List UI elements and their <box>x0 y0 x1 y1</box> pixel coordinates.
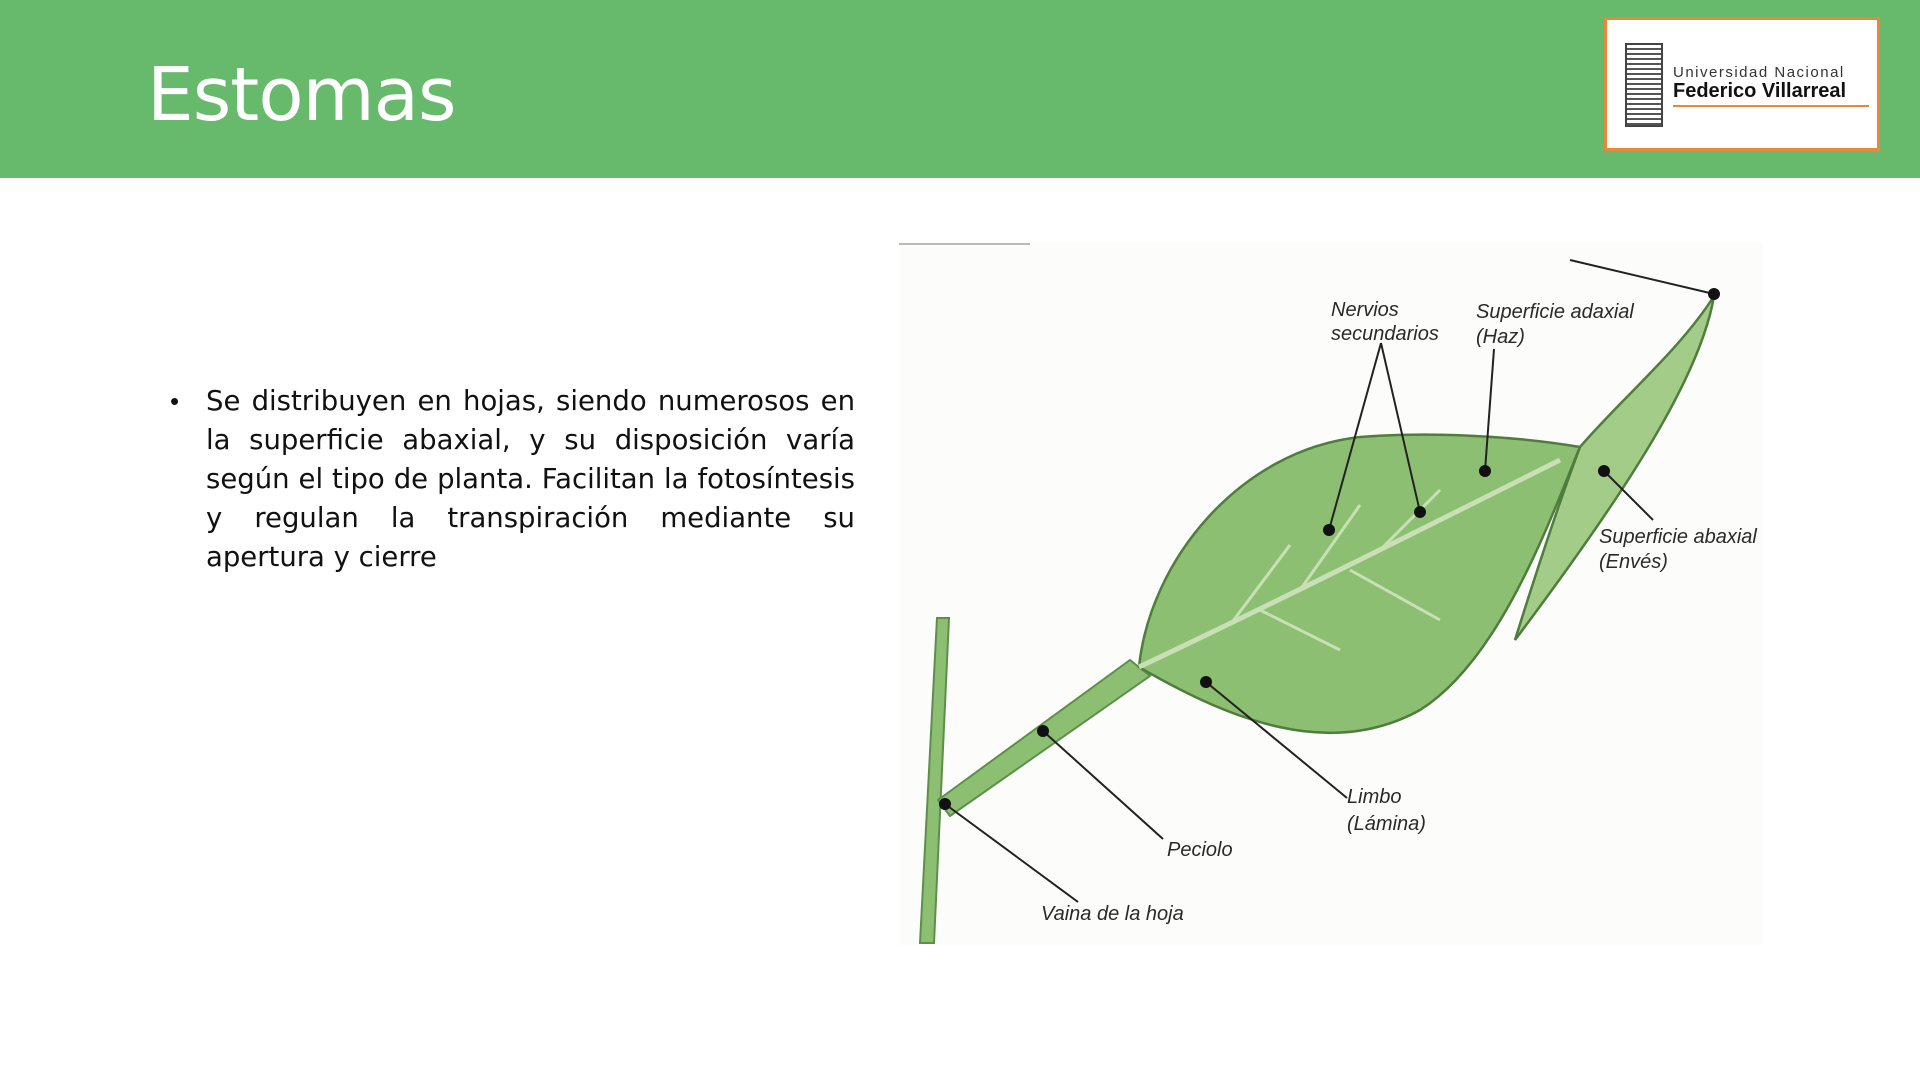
university-logo: Universidad Nacional Federico Villarreal <box>1604 17 1880 151</box>
logo-line2: Federico Villarreal <box>1673 80 1847 102</box>
bullet-icon: • <box>170 386 180 416</box>
marker-dot <box>1598 465 1610 477</box>
label-adaxial: Superficie adaxial <box>1476 301 1634 323</box>
university-seal-icon <box>1625 43 1663 127</box>
logo-line1: Universidad Nacional <box>1673 64 1845 81</box>
label-vaina: Vaina de la hoja <box>1041 903 1184 925</box>
label-peciolo: Peciolo <box>1167 839 1233 861</box>
petiole <box>936 658 1152 818</box>
slide-title: Estomas <box>147 52 457 138</box>
marker-dot <box>1200 676 1212 688</box>
label-enves: (Envés) <box>1599 551 1668 573</box>
marker-dot <box>1037 725 1049 737</box>
label-nervios: Nervios <box>1331 299 1399 321</box>
marker-dot <box>1708 288 1720 300</box>
marker-dot <box>1414 506 1426 518</box>
logo-rule <box>1673 105 1869 107</box>
marker-dot <box>939 798 951 810</box>
marker-dot <box>1479 465 1491 477</box>
label-limbo: Limbo <box>1347 786 1401 808</box>
marker-dot <box>1323 524 1335 536</box>
leaf-blade <box>1137 433 1582 735</box>
label-secundarios: secundarios <box>1331 323 1439 345</box>
label-abaxial: Superficie abaxial <box>1599 526 1757 548</box>
leaf-apex <box>1513 295 1716 641</box>
label-lamina: (Lámina) <box>1347 813 1426 835</box>
slide-header: Estomas Universidad Nacional Federico Vi… <box>0 0 1920 178</box>
bullet-text: Se distribuyen en hojas, siendo numeroso… <box>206 385 855 573</box>
stem <box>918 617 951 944</box>
label-haz: (Haz) <box>1476 326 1525 348</box>
